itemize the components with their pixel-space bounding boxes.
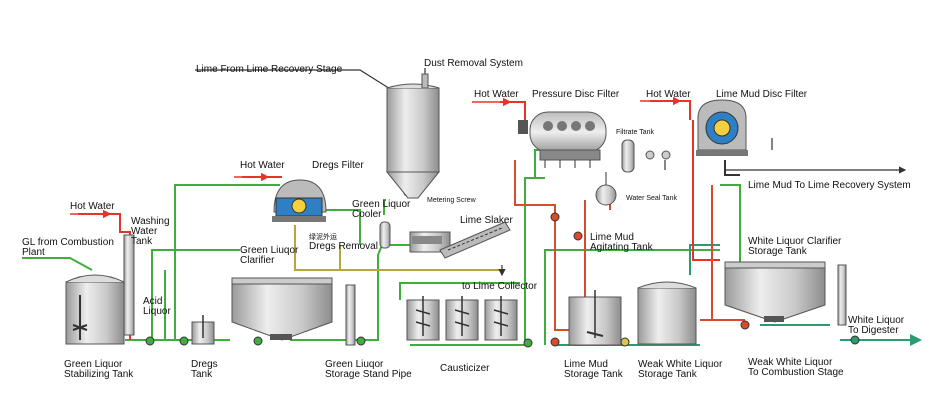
label-washing-1: Washing [131,216,170,227]
filtrate-tank [621,139,671,173]
label-causticizer: Causticizer [440,363,490,374]
label-acid-1: Acid [143,296,162,307]
green-liquor-storage-stand-pipe [345,284,356,346]
label-wwl-combustion-2: To Combustion Stage [748,367,844,378]
label-acid-2: Liquor [143,306,171,317]
label-to-lime-collector: to Lime Collector [462,281,538,292]
dregs-filter [272,179,327,222]
label-water-seal-tank: Water Seal Tank [626,195,677,202]
label-wl-digester-2: To Digester [848,325,899,336]
label-lime-mud-to-recovery: Lime Mud To Lime Recovery System [748,180,911,191]
label-gl-stab-1: Green Liquor [64,359,123,370]
label-gl-clarifier-2: Clarifier [240,255,275,266]
label-wwl-combustion-1: Weak White Liquor [748,357,833,368]
label-dregs-tank-1: Dregs [191,359,218,370]
label-gl-stand-2: Storage Stand Pipe [325,369,412,380]
lime-mud-disc-filter [696,99,748,156]
weak-white-liquor-storage-tank [637,281,697,345]
labels: Lime From Lime Recovery Stage Dust Remov… [22,58,911,380]
washing-water-tank [123,234,135,336]
label-washing-3: Tank [131,236,153,247]
label-lm-agitating-1: Lime Mud [590,232,634,243]
label-wl-clarifier-2: Storage Tank [748,246,808,257]
lime-slaker [409,221,511,259]
green-liquor-stabilizing-tank [65,274,125,345]
label-dregs-tank-2: Tank [191,369,213,380]
label-lime-slaker: Lime Slaker [460,215,513,226]
hot-water-arrows [70,96,682,219]
label-wwl-storage-2: Storage Tank [638,369,698,380]
white-liquor-clarifier-storage-tank [724,261,826,323]
water-seal-tank [595,172,617,206]
pumps [145,212,860,348]
label-wwl-storage-1: Weak White Liquor [638,359,723,370]
label-gl-stand-1: Green Liuqor [325,359,384,370]
label-dregs-removal: Dregs Removal [309,241,378,252]
dregs-tank [191,315,215,345]
label-lm-storage-2: Storage Tank [564,369,624,380]
label-metering-screw: Metering Screw [427,197,477,204]
label-pressure-disc-filter: Pressure Disc Filter [532,89,620,100]
label-hot-water-pdf: Hot Water [474,89,519,100]
label-gl-cooler-1: Green Liquor [352,199,411,210]
label-washing-2: Water [131,226,158,237]
label-dust-removal: Dust Removal System [424,58,523,69]
label-lime-from-recovery: Lime From Lime Recovery Stage [196,64,343,75]
label-gl-clarifier-1: Green Liuqor [240,245,299,256]
label-hot-water-wash: Hot Water [70,201,115,212]
label-gl-stab-2: Stabilizing Tank [64,369,134,380]
label-dregs-filter: Dregs Filter [312,160,364,171]
green-liquor-cooler [379,221,391,249]
label-lm-agitating-2: Agitating Tank [590,242,654,253]
causticizers [406,296,518,341]
label-hot-water-dregs: Hot Water [240,160,285,171]
label-filtrate-tank: Filtrate Tank [616,129,654,136]
label-gl-cooler-2: Cooler [352,209,382,220]
label-lm-storage-1: Lime Mud [564,359,608,370]
label-gl-combustion-2: Plant [22,247,45,258]
label-wl-clarifier-1: White Liquor Clarifier [748,236,842,247]
label-dregs-removal-cn: 绿泥外运 [309,232,337,241]
label-hot-water-lmdf: Hot Water [646,89,691,100]
label-gl-combustion-1: GL from Combustion [22,237,114,248]
green-liquor-clarifier [231,277,333,341]
label-wl-digester-1: White Liquor [848,315,905,326]
pressure-disc-filter [518,111,607,168]
white-liquor-stand-pipe [837,264,847,326]
label-lime-mud-disc-filter: Lime Mud Disc Filter [716,89,808,100]
lime-silo [385,73,441,199]
lime-mud-storage-tank [568,290,622,346]
